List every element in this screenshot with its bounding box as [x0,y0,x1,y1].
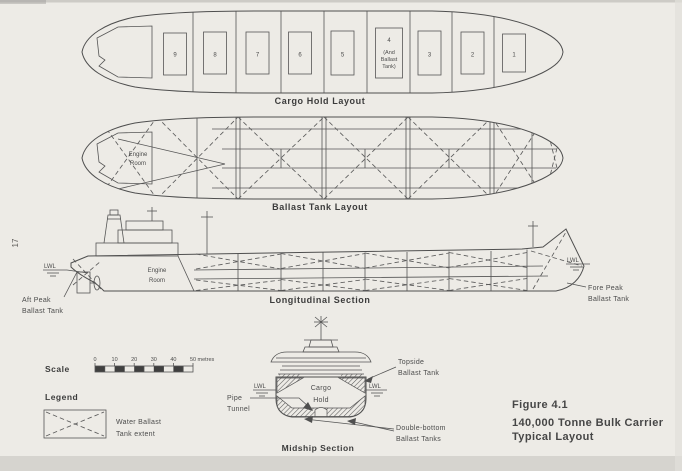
fore-peak-line-2: Ballast Tank [588,296,629,303]
double-bottom-label: Double-bottom Ballast Tanks [304,416,446,443]
midship-lwl-label-left: LWL [254,384,267,390]
topside-tank-label: Topside Ballast Tank [364,359,439,383]
pipe-tunnel-duct [314,407,328,417]
scale-tick-30: 30 [151,357,157,363]
scale-label: Scale [45,364,70,374]
lwl-label-aft: LWL [44,264,57,270]
legend-swatch-box [43,409,107,439]
lwl-label-fore: LWL [567,258,580,264]
topside-label-line-2: Ballast Tank [398,370,439,377]
scale-tick-50: 50 [190,357,196,363]
longitudinal-section-caption: Longitudinal Section [270,295,371,305]
double-bottom-tank [276,395,366,417]
legend-label: Legend [45,392,78,402]
hold-4-note-3: Tank) [382,64,396,70]
hold-4-note-1: (And [383,50,395,56]
scale-bar [94,365,194,373]
lwl-mark-fore: LWL [566,258,590,271]
scale-unit: metres [198,357,215,363]
hold-number-2: 2 [471,53,475,59]
scale-tick-0: 0 [93,357,96,363]
topside-tank-left [276,377,305,394]
scale-tick-40: 40 [170,357,176,363]
legend-swatch-pattern [45,411,105,437]
scale-tick-10: 10 [112,357,118,363]
deck-edge-hatch-right [341,374,363,378]
ballast-engine-room-line-1: Engine [129,152,148,158]
scan-edge-top [0,0,682,3]
midship-cargo-hold-line-2: Hold [313,397,329,404]
hold-number-3: 3 [428,53,432,59]
longitudinal-engine-room-line-1: Engine [148,268,167,274]
double-bottom-line-2: Ballast Tanks [396,436,441,443]
midship-lwl-left: LWL [253,384,276,397]
scale-tick-20: 20 [131,357,137,363]
ballast-tank-layout-caption: Ballast Tank Layout [272,202,368,212]
deck-edge-hatch-left [279,374,301,378]
ballast-tank-extent-marks [97,117,563,199]
midship-cargo-hold-line-1: Cargo [311,385,332,392]
scan-edge-top-left [0,0,46,4]
midship-mast [302,316,340,353]
aft-peak-line-1: Aft Peak [22,297,51,304]
legend-item-line-1: Water Ballast [116,419,161,426]
midship-lwl-right: LWL [366,384,387,397]
longitudinal-ballast-extent-marks [72,231,583,291]
hold-number-8: 8 [213,53,217,59]
cargo-hold-layout-diagram: 9 8 7 6 5 4 (And Ballast Tank) 3 2 1 Car… [81,10,564,106]
scale-bar-group: Scale 0 10 20 30 40 50 metres [45,357,215,374]
cargo-hold-layout-caption: Cargo Hold Layout [275,96,366,106]
hold-4-note-2: Ballast [381,57,398,63]
superstructure [95,207,538,257]
fore-peak-line-1: Fore Peak [588,285,623,292]
hold-number-6: 6 [298,53,302,59]
aft-peak-line-2: Ballast Tank [22,308,63,315]
legend-group: Legend Water Ballast Tank extent [43,392,161,439]
ballast-structure [96,117,563,199]
pipe-tunnel-label: Pipe Tunnel [227,395,313,413]
longitudinal-engine-room-line-2: Room [149,278,165,284]
pipe-tunnel-line-1: Pipe [227,395,242,402]
scan-edge-right [675,0,682,471]
figure-number: Figure 4.1 [512,399,568,411]
pipe-tunnel-line-2: Tunnel [227,406,250,413]
scan-edge-bottom [0,456,682,471]
hold-bulkhead-lines [192,11,495,93]
topside-tank-right [337,377,366,394]
midship-lwl-label-right: LWL [369,384,382,390]
figure-title-line-2: Typical Layout [512,431,594,443]
hull-profile-outline [70,228,585,292]
hold-hatch-rects [163,27,526,79]
hold-number-1: 1 [512,53,516,59]
figure-caption-block: Figure 4.1 140,000 Tonne Bulk Carrier Ty… [512,399,664,443]
midship-section-caption: Midship Section [282,443,355,453]
legend-item-line-2: Tank extent [116,431,155,438]
ballast-engine-room-line-2: Room [130,161,146,167]
longitudinal-section-diagram: LWL LWL Engine Room Aft Peak Ballast Tan… [22,207,629,315]
fore-peak-label: Fore Peak Ballast Tank [566,282,629,303]
ballast-tank-layout-diagram: Engine Room Ballast Tank Layout [81,116,564,212]
aft-peak-label: Aft Peak Ballast Tank [22,271,78,315]
lwl-mark-aft: LWL [43,264,89,277]
scale-tick-lines [94,363,194,366]
hold-number-4-label: 4 (And Ballast Tank) [381,38,398,70]
topside-label-line-1: Topside [398,359,424,366]
longitudinal-internal-structure [177,249,549,292]
page-number: 17 [11,238,20,247]
double-bottom-line-1: Double-bottom [396,425,446,432]
hold-number-7: 7 [256,53,260,59]
figure-title-line-1: 140,000 Tonne Bulk Carrier [512,417,664,429]
hold-4-number: 4 [387,38,391,44]
hold-number-5: 5 [341,53,345,59]
midship-section-diagram: Cargo Hold LWL LWL Topside Ballast Tank … [227,316,446,453]
hold-number-9: 9 [173,53,177,59]
